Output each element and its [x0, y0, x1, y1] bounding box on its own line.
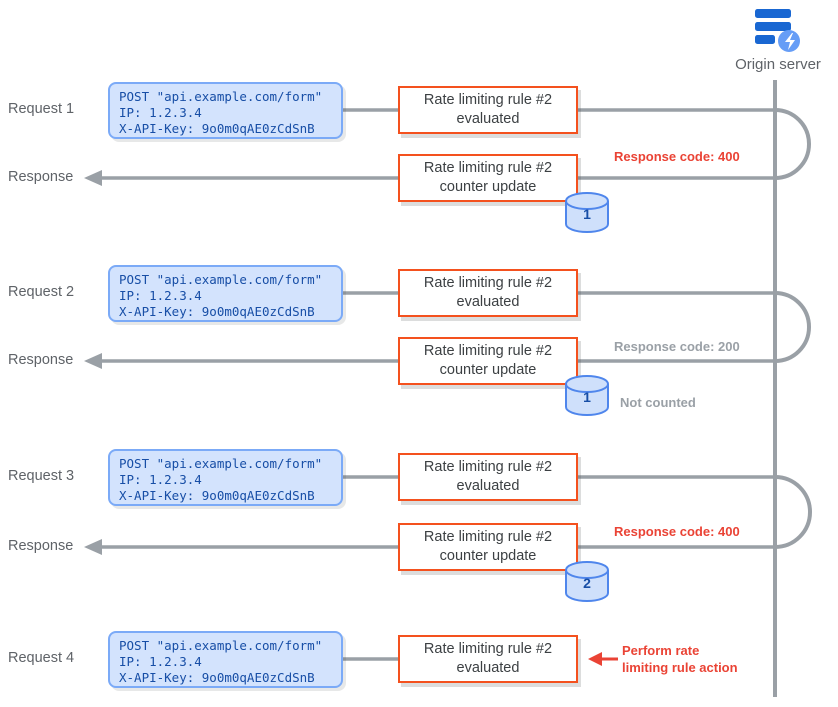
rule-evaluated-box-4: Rate limiting rule #2 evaluated	[398, 635, 578, 683]
database-icon	[565, 192, 609, 233]
annotation-rule-action: Perform rate limiting rule action	[622, 642, 738, 676]
payload-line-apikey: X-API-Key: 9o0m0qAE0zCdSnB	[119, 669, 315, 685]
counter-value: 2	[583, 575, 591, 591]
database-icon	[565, 561, 609, 602]
rule-action: counter update	[439, 362, 537, 378]
lane-label-response-1: Response	[8, 169, 74, 185]
counter-cylinder-3: 2	[563, 559, 611, 605]
origin-arc-3	[774, 475, 812, 549]
rule-title: Rate limiting rule #2	[423, 459, 553, 475]
rule-counter-box-1: Rate limiting rule #2 counter update	[398, 154, 578, 202]
payload-line-method: POST "api.example.com/form"	[119, 272, 323, 287]
payload-line-ip: IP: 1.2.3.4	[119, 653, 202, 669]
origin-server-label: Origin server	[735, 56, 821, 73]
payload-line-method: POST "api.example.com/form"	[119, 638, 323, 653]
counter-cylinder-2: 1	[563, 373, 611, 419]
rule-counter-box-3: Rate limiting rule #2 counter update	[398, 523, 578, 571]
rule-title: Rate limiting rule #2	[423, 529, 553, 545]
annotation-response-code-1: Response code: 400	[614, 149, 740, 164]
payload-line-method: POST "api.example.com/form"	[119, 456, 323, 471]
rule-action: evaluated	[456, 111, 520, 127]
rule-action: evaluated	[456, 660, 520, 676]
lane-label-request-4: Request 4	[8, 650, 75, 666]
lane-label-response-2: Response	[8, 352, 74, 368]
rule-title: Rate limiting rule #2	[423, 275, 553, 291]
payload-line-ip: IP: 1.2.3.4	[119, 471, 202, 487]
origin-server-icon	[755, 9, 800, 52]
payload-line-apikey: X-API-Key: 9o0m0qAE0zCdSnB	[119, 303, 315, 319]
response-arrowhead-2	[84, 353, 102, 369]
rule-evaluated-box-2: Rate limiting rule #2 evaluated	[398, 269, 578, 317]
payload-line-apikey: X-API-Key: 9o0m0qAE0zCdSnB	[119, 120, 315, 136]
counter-value: 1	[583, 206, 591, 222]
rule-action: evaluated	[456, 294, 520, 310]
origin-arc-2	[774, 291, 811, 363]
rule-title: Rate limiting rule #2	[423, 641, 553, 657]
request-payload-box-2: POST "api.example.com/form" IP: 1.2.3.4 …	[108, 265, 343, 322]
payload-line-ip: IP: 1.2.3.4	[119, 287, 202, 303]
annotation-response-code-3: Response code: 400	[614, 524, 740, 539]
payload-line-method: POST "api.example.com/form"	[119, 89, 323, 104]
action-arrowhead	[588, 652, 602, 666]
lane-label-request-2: Request 2	[8, 284, 75, 300]
counter-value: 1	[583, 389, 591, 405]
lane-label-request-3: Request 3	[8, 468, 75, 484]
rule-title: Rate limiting rule #2	[423, 160, 553, 176]
annotation-rule-action-line-2: limiting rule action	[622, 660, 738, 675]
request-payload-box-4: POST "api.example.com/form" IP: 1.2.3.4 …	[108, 631, 343, 688]
rule-action: counter update	[439, 179, 537, 195]
rule-action: counter update	[439, 548, 537, 564]
rule-action: evaluated	[456, 478, 520, 494]
rule-title: Rate limiting rule #2	[423, 343, 553, 359]
database-icon	[565, 375, 609, 416]
payload-line-ip: IP: 1.2.3.4	[119, 104, 202, 120]
request-payload-box-3: POST "api.example.com/form" IP: 1.2.3.4 …	[108, 449, 343, 506]
payload-line-apikey: X-API-Key: 9o0m0qAE0zCdSnB	[119, 487, 315, 503]
lane-label-request-1: Request 1	[8, 101, 75, 117]
rule-counter-box-2: Rate limiting rule #2 counter update	[398, 337, 578, 385]
annotation-response-code-2: Response code: 200	[614, 339, 740, 354]
lane-label-response-3: Response	[8, 538, 74, 554]
origin-arc-1	[774, 108, 811, 180]
annotation-rule-action-line-1: Perform rate	[622, 643, 700, 658]
rule-evaluated-box-1: Rate limiting rule #2 evaluated	[398, 86, 578, 134]
rule-title: Rate limiting rule #2	[423, 92, 553, 108]
response-arrowhead-1	[84, 170, 102, 186]
rule-evaluated-box-3: Rate limiting rule #2 evaluated	[398, 453, 578, 501]
response-arrowhead-3	[84, 539, 102, 555]
annotation-not-counted: Not counted	[620, 395, 696, 410]
request-payload-box-1: POST "api.example.com/form" IP: 1.2.3.4 …	[108, 82, 343, 139]
counter-cylinder-1: 1	[563, 190, 611, 236]
